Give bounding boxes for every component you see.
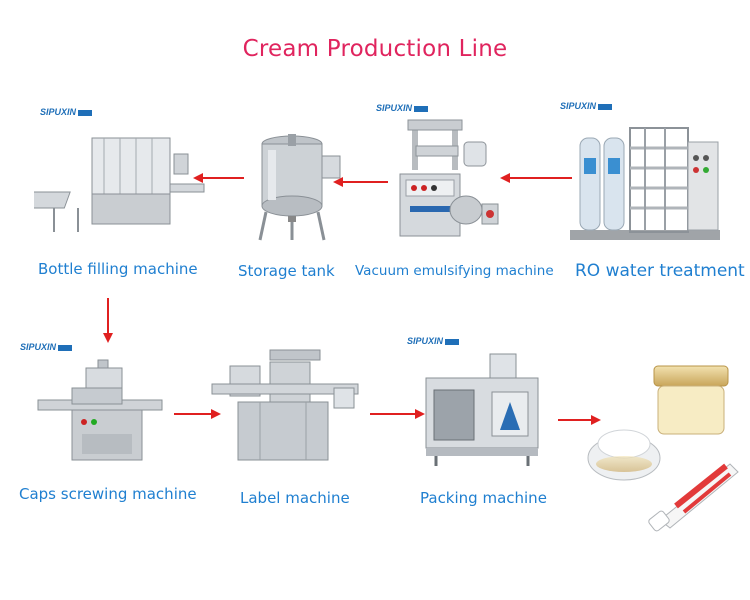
brand-logo: SIPUXIN	[376, 103, 429, 113]
ro-water-treatment-image	[570, 118, 722, 246]
brand-logo: SIPUXIN	[407, 336, 460, 346]
bottle-filling-machine-image	[34, 132, 206, 236]
caps-screwing-machine-image	[36, 358, 164, 464]
step-label-caps-screwing-machine: Caps screwing machine	[19, 485, 197, 503]
label-machine-image	[210, 348, 360, 466]
storage-tank-image	[248, 130, 344, 244]
step-label-bottle-filling-machine: Bottle filling machine	[38, 260, 198, 278]
step-label-packing-machine: Packing machine	[420, 489, 547, 507]
vacuum-emulsifying-machine-image	[394, 112, 502, 244]
step-label-ro-water-treatment: RO water treatment	[575, 261, 745, 281]
page-title: Cream Production Line	[242, 36, 508, 62]
step-label-label-machine: Label machine	[240, 489, 350, 507]
brand-logo: SIPUXIN	[20, 342, 73, 352]
step-label-vacuum-emulsifying-machine: Vacuum emulsifying machine	[355, 263, 554, 279]
brand-logo: SIPUXIN	[40, 107, 93, 117]
product-image	[580, 360, 744, 536]
packing-machine-image	[422, 352, 544, 468]
brand-logo: SIPUXIN	[560, 101, 613, 111]
step-label-storage-tank: Storage tank	[238, 262, 335, 280]
